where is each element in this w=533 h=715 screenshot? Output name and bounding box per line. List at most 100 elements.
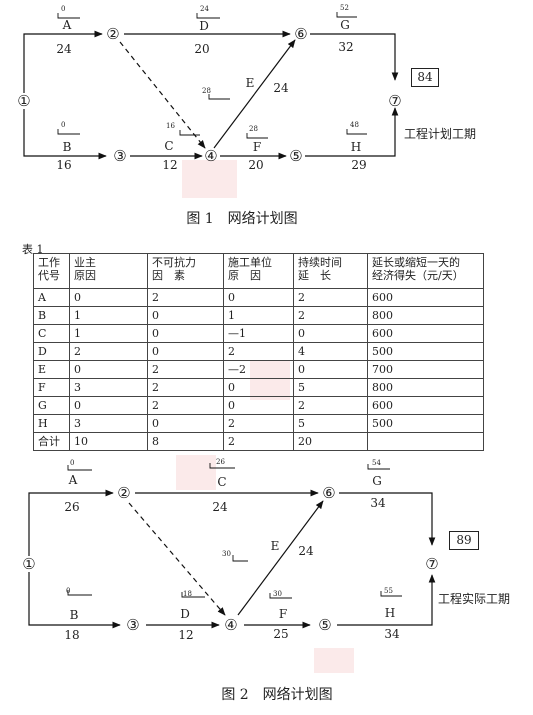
G-duration: 32: [338, 40, 354, 54]
watermark-patch: [314, 648, 354, 673]
cell: —1: [223, 324, 294, 343]
arrow-H: [305, 107, 399, 157]
cell: E: [33, 360, 70, 379]
watermark-patch: [176, 455, 216, 490]
F-name: F: [278, 607, 288, 621]
cell: —2: [223, 360, 294, 379]
cell: 2: [223, 432, 294, 451]
cell: 800: [367, 306, 484, 325]
cell: 3: [69, 414, 148, 433]
cell: 0: [69, 360, 148, 379]
E-duration: 24: [298, 544, 314, 558]
H-name: H: [350, 140, 362, 154]
cell: 0: [147, 306, 224, 325]
G-name: G: [372, 474, 382, 488]
E-start: 30: [222, 550, 231, 558]
cell: 600: [367, 396, 484, 415]
planned-duration-label: 工程计划工期: [404, 127, 477, 141]
A-start: 0: [61, 5, 66, 13]
cell: 2: [293, 396, 368, 415]
cell: H: [33, 414, 70, 433]
cell: 2: [293, 288, 368, 307]
node-3: ③: [126, 616, 140, 634]
header-cell: 业主原因: [69, 253, 148, 289]
cell: 2: [293, 306, 368, 325]
network-diagram-2: [28, 463, 436, 629]
cell: 600: [367, 324, 484, 343]
A-name: A: [68, 473, 78, 487]
H-duration: 29: [351, 158, 367, 172]
node-7: ⑦: [425, 555, 439, 573]
table-header-row: 工作代号 业主原因 不可抗力因 素 施工单位原 因 持续时间延 长 延长或缩短一…: [33, 253, 484, 289]
header-cell: 持续时间延 长: [293, 253, 368, 289]
table-label: 表 1: [22, 243, 44, 256]
H-name: H: [384, 606, 396, 620]
B-name: B: [69, 608, 79, 622]
node-6: ⑥: [294, 25, 308, 43]
network-diagram-1: [23, 12, 399, 160]
figure-1-caption: 图 1 网络计划图: [186, 211, 298, 227]
actual-duration-box: 89: [449, 531, 479, 550]
B-start: 0: [61, 121, 66, 129]
cell: 8: [147, 432, 224, 451]
cell: 3: [69, 378, 148, 397]
C-start: 16: [166, 122, 175, 130]
figure-2-caption: 图 2 网络计划图: [221, 687, 333, 703]
cell: 10: [69, 432, 148, 451]
D-name: D: [180, 607, 190, 621]
C-duration: 12: [162, 158, 178, 172]
C-duration: 24: [212, 500, 228, 514]
cell: 1: [223, 306, 294, 325]
arrow-A: [23, 30, 103, 93]
cell: 2: [223, 414, 294, 433]
watermark-patch: [182, 160, 237, 198]
cell: 合计: [33, 432, 70, 451]
E-name: E: [270, 539, 280, 553]
cell: 2: [147, 360, 224, 379]
node-3: ③: [113, 147, 127, 165]
node-2: ②: [106, 25, 120, 43]
node-5: ⑤: [318, 616, 332, 634]
cell: D: [33, 342, 70, 361]
cell: 500: [367, 342, 484, 361]
delay-table: 工作代号 业主原因 不可抗力因 素 施工单位原 因 持续时间延 长 延长或缩短一…: [33, 253, 484, 451]
F-start: 28: [249, 125, 258, 133]
cell: G: [33, 396, 70, 415]
header-cell: 不可抗力因 素: [147, 253, 224, 289]
cell: 0: [223, 288, 294, 307]
A-start: 0: [70, 459, 75, 467]
C-name: C: [217, 475, 227, 489]
node-4: ④: [204, 147, 218, 165]
cell: 0: [147, 342, 224, 361]
A-duration: 26: [64, 500, 80, 514]
planned-duration-box: 84: [411, 68, 439, 87]
cell: 700: [367, 360, 484, 379]
cell: 2: [147, 288, 224, 307]
cell: C: [33, 324, 70, 343]
cell: 5: [293, 378, 368, 397]
cell: 2: [69, 342, 148, 361]
header-cell: 施工单位原 因: [223, 253, 294, 289]
H-start: 48: [350, 121, 359, 129]
H-duration: 34: [384, 627, 400, 641]
actual-duration-label: 工程实际工期: [438, 592, 511, 606]
A-duration: 24: [56, 42, 72, 56]
B-name: B: [62, 140, 72, 154]
G-start: 52: [340, 4, 349, 12]
H-start: 55: [384, 587, 393, 595]
E-duration: 24: [273, 81, 289, 95]
cell: 0: [69, 288, 148, 307]
arrow-dummy: [119, 41, 206, 149]
cell: A: [33, 288, 70, 307]
cell: 0: [147, 324, 224, 343]
cell: 0: [223, 378, 294, 397]
D-start: 18: [183, 590, 192, 598]
arrow-E: [213, 39, 296, 149]
C-name: C: [164, 139, 174, 153]
D-start: 24: [200, 5, 209, 13]
cell: [367, 432, 484, 451]
